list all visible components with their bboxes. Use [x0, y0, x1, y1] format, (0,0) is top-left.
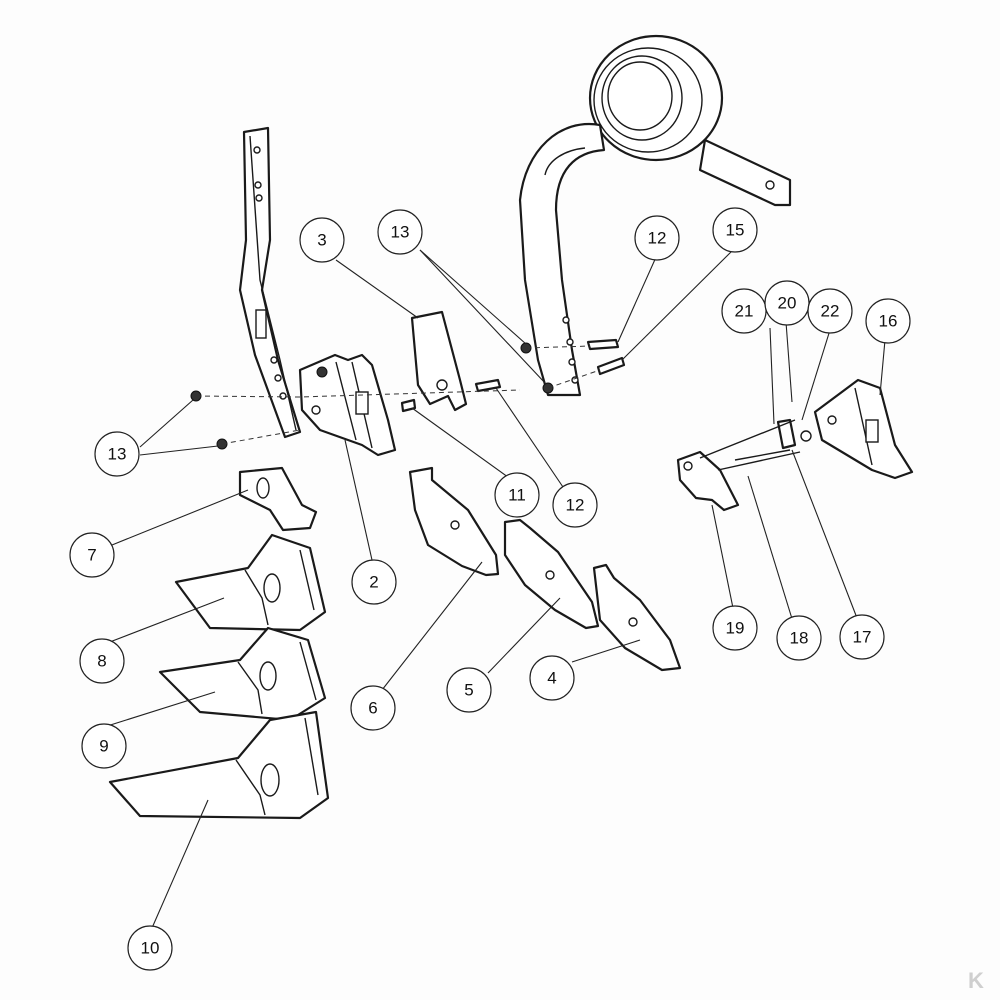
sweep-9 [158, 626, 327, 722]
svg-text:12: 12 [648, 229, 667, 248]
point-4 [592, 563, 682, 672]
sweep-8 [174, 533, 327, 632]
callout-13-top: 13 [377, 209, 423, 255]
hinge-parts-19 [676, 450, 740, 512]
svg-text:12: 12 [566, 496, 585, 515]
svg-text:22: 22 [821, 302, 840, 321]
sweep-10 [108, 710, 330, 820]
callout-17: 17 [839, 614, 885, 660]
svg-text:6: 6 [368, 699, 377, 718]
callout-9: 9 [81, 723, 127, 769]
svg-text:10: 10 [141, 939, 160, 958]
svg-text:21: 21 [735, 302, 754, 321]
callout-11: 11 [494, 472, 540, 518]
point-5 [503, 518, 600, 630]
svg-text:5: 5 [464, 681, 473, 700]
holder-bracket [298, 353, 397, 457]
callout-21: 21 [721, 288, 767, 334]
callout-22: 22 [807, 288, 853, 334]
svg-text:9: 9 [99, 737, 108, 756]
callout-18: 18 [776, 615, 822, 661]
callout-5: 5 [446, 667, 492, 713]
svg-text:15: 15 [726, 221, 745, 240]
svg-text:18: 18 [790, 629, 809, 648]
callout-4: 4 [529, 655, 575, 701]
spring-tine [518, 34, 792, 397]
callout-10: 10 [127, 925, 173, 971]
callout-8: 8 [79, 638, 125, 684]
svg-text:19: 19 [726, 619, 745, 638]
callout-12-mid: 12 [552, 482, 598, 528]
svg-text:2: 2 [369, 573, 378, 592]
svg-text:13: 13 [108, 445, 127, 464]
svg-text:11: 11 [508, 486, 526, 505]
svg-text:3: 3 [317, 231, 326, 250]
wear-plate [410, 310, 468, 412]
svg-text:4: 4 [547, 669, 556, 688]
callout-7: 7 [69, 532, 115, 578]
callout-3: 3 [299, 217, 345, 263]
callout-19: 19 [712, 605, 758, 651]
svg-text:7: 7 [87, 546, 96, 565]
leader-lines [101, 247, 886, 929]
callout-16: 16 [865, 298, 911, 344]
point-6 [408, 466, 500, 577]
svg-text:20: 20 [778, 294, 797, 313]
clip-part [238, 466, 318, 532]
bolts-and-nuts [190, 338, 626, 450]
callout-12-top: 12 [634, 215, 680, 261]
svg-text:17: 17 [853, 628, 872, 647]
brand-logo: K [968, 968, 984, 993]
callout-2: 2 [351, 559, 397, 605]
callout-13-left: 13 [94, 431, 140, 477]
callout-6: 6 [350, 685, 396, 731]
flat-shank [238, 126, 302, 439]
callout-15: 15 [712, 207, 758, 253]
svg-text:16: 16 [879, 312, 898, 331]
svg-text:8: 8 [97, 652, 106, 671]
hinge-bracket-16 [813, 378, 914, 480]
callout-20: 20 [764, 280, 810, 326]
svg-text:13: 13 [391, 223, 410, 242]
pins [699, 418, 812, 471]
